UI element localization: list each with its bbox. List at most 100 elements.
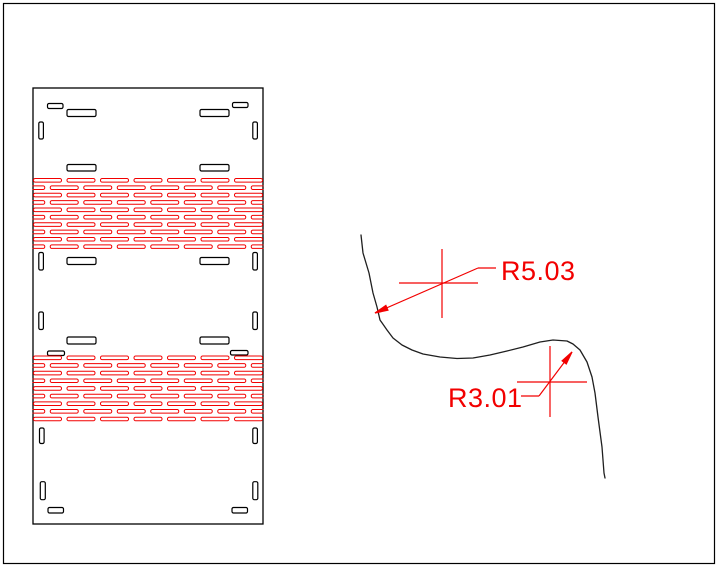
hinge-slot (66, 386, 96, 391)
hinge-slot (250, 409, 264, 414)
cut-slot[interactable] (252, 427, 259, 445)
hinge-slot (49, 393, 79, 399)
cut-slot[interactable] (231, 506, 249, 514)
hinge-slot (167, 355, 196, 361)
hinge-slot (0, 417, 28, 421)
hinge-slot (0, 402, 28, 406)
hinge-slot (100, 178, 129, 183)
hinge-slot (217, 229, 247, 235)
hinge-slot (167, 222, 196, 227)
hinge-slot (167, 416, 196, 422)
cut-slot[interactable] (47, 506, 65, 514)
cut-slot[interactable] (38, 427, 45, 445)
hinge-slot (250, 229, 264, 235)
cut-slot[interactable] (229, 349, 249, 356)
hinge-slot (33, 178, 62, 183)
hinge-slot (133, 386, 163, 391)
hinge-slot (200, 416, 230, 422)
hinge-slot (83, 185, 113, 190)
hinge-slot (0, 193, 28, 197)
hinge-slot (234, 416, 263, 422)
hinge-slot (0, 364, 11, 368)
hinge-slot (0, 387, 28, 391)
cut-slot[interactable] (38, 311, 44, 331)
hinge-slot (0, 208, 28, 212)
hinge-slot (217, 185, 247, 190)
hinge-slot (133, 236, 163, 242)
hinge-slot (183, 185, 213, 190)
detail-s-curve[interactable] (360, 234, 606, 479)
cut-slot[interactable] (66, 163, 97, 172)
cut-slot[interactable] (199, 163, 230, 172)
hinge-slot (32, 185, 46, 190)
cut-slot[interactable] (39, 481, 46, 501)
living-hinge-band[interactable] (0, 178, 279, 249)
hinge-slot (100, 386, 129, 391)
cut-slot[interactable] (66, 108, 97, 118)
hinge-slot (0, 186, 11, 190)
hinge-slot (49, 214, 79, 220)
hinge-slot (167, 401, 196, 406)
hinge-slot (234, 192, 263, 198)
cut-slot[interactable] (66, 336, 97, 345)
cut-slot[interactable] (252, 121, 259, 140)
cut-slot[interactable] (231, 101, 249, 109)
hinge-slot (32, 409, 46, 414)
hinge-slot (83, 244, 113, 249)
hinge-slot (116, 244, 146, 249)
hinge-slot (66, 416, 96, 422)
cut-slot[interactable] (46, 350, 66, 357)
hinge-slot (0, 179, 28, 183)
hinge-slot (150, 244, 180, 249)
hinge-slot (133, 192, 163, 198)
hinge-slot (33, 401, 62, 406)
hinge-slot (234, 178, 263, 183)
hinge-slot (49, 409, 79, 414)
hinge-slot (32, 363, 46, 368)
cut-slot[interactable] (252, 481, 259, 501)
hinge-slot (167, 178, 196, 183)
cut-slot[interactable] (199, 108, 230, 118)
hinge-slot (83, 214, 113, 220)
hinge-slot (32, 229, 46, 235)
hinge-slot (250, 244, 264, 249)
hinge-slot (133, 178, 163, 183)
hinge-slot (183, 214, 213, 220)
hinge-slot (167, 386, 196, 391)
radius-dimension-label-r3[interactable]: R3.01 (448, 383, 523, 413)
cut-slot[interactable] (252, 251, 259, 271)
cut-slot[interactable] (38, 251, 44, 271)
hinge-slot (200, 370, 230, 376)
cut-slot[interactable] (46, 102, 64, 110)
hinge-slot (250, 200, 264, 205)
hinge-slot (217, 244, 247, 249)
hinge-slot (133, 355, 163, 361)
cut-slot[interactable] (66, 256, 97, 266)
hinge-slot (33, 370, 62, 376)
hinge-slot (0, 371, 28, 375)
hinge-slot (217, 214, 247, 220)
cut-slot[interactable] (252, 311, 259, 331)
living-hinge-band[interactable] (0, 355, 279, 422)
hinge-slot (100, 222, 129, 227)
hinge-slot (133, 370, 163, 376)
radius-dimension-label-r5[interactable]: R5.03 (501, 256, 576, 286)
hinge-slot (66, 236, 96, 242)
panel-outline[interactable] (32, 87, 264, 525)
cut-slot[interactable] (38, 121, 44, 140)
hinge-slot (234, 355, 263, 361)
hinge-slot (133, 401, 163, 406)
radius-dimension[interactable] (374, 249, 496, 318)
hinge-slot (0, 379, 11, 383)
hinge-slot (200, 178, 230, 183)
radius-dimension[interactable] (517, 346, 587, 417)
hinge-slot (167, 236, 196, 242)
hinge-slot (183, 363, 213, 368)
cut-slot[interactable] (199, 256, 230, 266)
cut-slot[interactable] (199, 336, 230, 345)
hinge-slot (83, 393, 113, 399)
hinge-slot (234, 207, 263, 213)
hinge-slot (0, 410, 11, 414)
